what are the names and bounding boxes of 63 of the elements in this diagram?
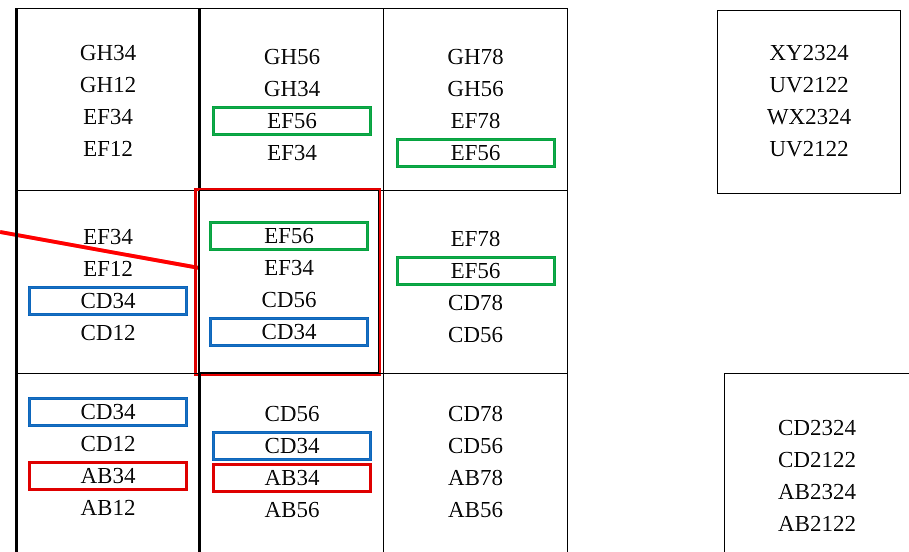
cell-text: EF12	[83, 255, 133, 283]
cell-text: AB56	[448, 496, 503, 524]
highlight-box	[28, 397, 188, 427]
cell-text: CD34	[262, 320, 316, 344]
cell-text: CD34	[80, 289, 136, 313]
highlight-box	[396, 256, 556, 286]
cell-text: EF56	[450, 141, 500, 165]
cell-text: CD34	[264, 434, 320, 458]
cell-text: AB34	[80, 464, 136, 488]
cell-text: EF56	[267, 109, 317, 133]
grid-cell	[198, 8, 384, 191]
grid-cell	[717, 10, 901, 194]
cell-text: EF78	[450, 225, 500, 253]
grid-cell	[15, 190, 199, 374]
cell-text: CD34	[80, 400, 136, 424]
cell-text: WX2324	[766, 103, 852, 131]
cell-text: GH34	[80, 39, 136, 67]
cell-text: GH34	[264, 75, 320, 103]
cell-text: EF78	[450, 107, 500, 135]
grid-cell	[383, 190, 568, 374]
cell-text: EF34	[267, 139, 317, 167]
cell-text: EF34	[83, 223, 133, 251]
grid-cell	[198, 373, 384, 552]
grid-cell	[15, 8, 199, 191]
cell-text: AB34	[264, 466, 320, 490]
cell-text: GH12	[80, 71, 136, 99]
cell-text: CD56	[448, 321, 503, 349]
highlight-box	[212, 431, 372, 461]
cell-text: GH56	[447, 75, 504, 103]
cell-text: CD12	[80, 319, 136, 347]
cell-text: AB2324	[778, 478, 856, 506]
highlight-box	[396, 138, 556, 168]
cell-text: EF56	[264, 224, 314, 248]
highlight-box	[28, 461, 188, 491]
cell-text: UV2122	[769, 71, 849, 99]
cell-text: CD12	[80, 430, 136, 458]
cell-text: CD2324	[778, 414, 856, 442]
cell-text: GH78	[447, 43, 504, 71]
cell-text: EF56	[450, 259, 500, 283]
cell-text: AB78	[448, 464, 503, 492]
cell-text: AB2122	[778, 510, 856, 538]
cell-text: EF34	[83, 103, 133, 131]
highlight-box	[209, 221, 369, 251]
grid-cell	[383, 8, 568, 191]
highlight-box	[212, 106, 372, 136]
cell-text: CD56	[262, 286, 316, 314]
highlight-box	[28, 286, 188, 316]
cell-text: CD78	[448, 289, 503, 317]
cell-text: XY2324	[769, 39, 849, 67]
cell-text: CD78	[448, 400, 503, 428]
cell-text: EF12	[83, 135, 133, 163]
highlight-box	[212, 463, 372, 493]
grid-cell	[15, 373, 199, 552]
cell-text: EF34	[264, 254, 314, 282]
cell-text: AB56	[264, 496, 320, 524]
grid-cell	[724, 373, 909, 552]
cell-text: CD2122	[778, 446, 856, 474]
cell-text: CD56	[264, 400, 320, 428]
highlight-box	[209, 317, 369, 347]
cell-text: GH56	[264, 43, 320, 71]
cell-text: UV2122	[769, 135, 849, 163]
cell-text: AB12	[80, 494, 136, 522]
cell-text: CD56	[448, 432, 503, 460]
